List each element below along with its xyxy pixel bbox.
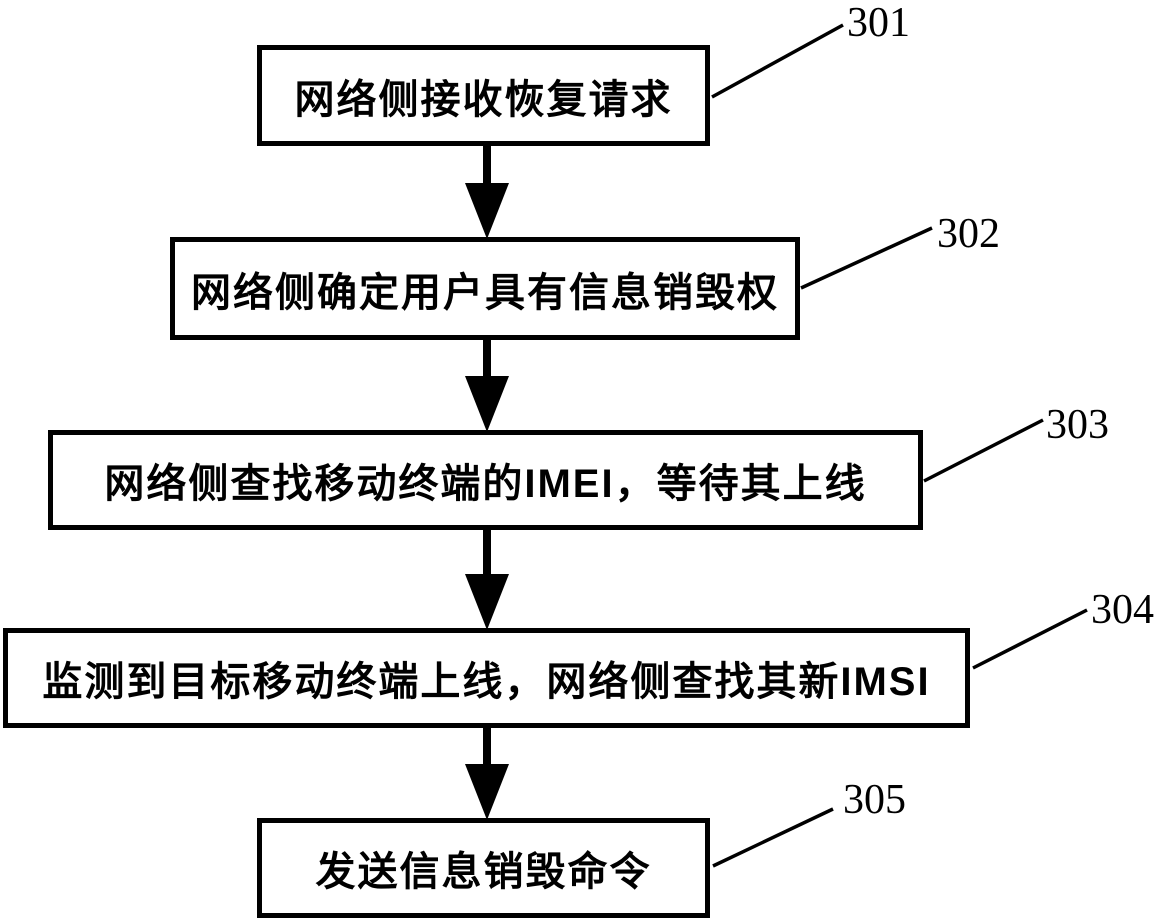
leader-line-304 (972, 608, 1088, 670)
arrow-head-icon (465, 183, 509, 239)
leader-line-302 (800, 226, 933, 290)
flow-step-box-301: 网络侧接收恢复请求 (257, 45, 710, 146)
arrow-stem (483, 338, 491, 380)
ref-number-305: 305 (843, 777, 906, 823)
arrow-head-icon (465, 574, 509, 630)
ref-number-302: 302 (937, 211, 1000, 257)
flow-step-label-305: 发送信息销毁命令 (315, 850, 652, 894)
flow-step-box-305: 发送信息销毁命令 (257, 818, 710, 918)
flow-step-label-302: 网络侧确定用户具有信息销毁权 (191, 270, 779, 315)
flow-arrow-down-4 (465, 726, 509, 820)
flow-step-box-302: 网络侧确定用户具有信息销毁权 (170, 237, 800, 340)
leader-line-303 (923, 418, 1044, 483)
flow-arrow-down-3 (465, 528, 509, 630)
arrow-head-icon (465, 376, 509, 432)
arrow-head-icon (465, 764, 509, 820)
ref-number-301: 301 (847, 0, 910, 46)
leader-line-305 (712, 807, 834, 868)
flow-step-label-304: 监测到目标移动终端上线，网络侧查找其新IMSI (42, 660, 931, 704)
flow-step-box-303: 网络侧查找移动终端的IMEI，等待其上线 (48, 430, 923, 530)
flow-step-label-303: 网络侧查找移动终端的IMEI，等待其上线 (104, 462, 867, 506)
flow-arrow-down-1 (465, 145, 509, 239)
arrow-stem (483, 145, 491, 187)
flow-step-box-304: 监测到目标移动终端上线，网络侧查找其新IMSI (3, 628, 970, 728)
flow-arrow-down-2 (465, 338, 509, 432)
arrow-stem (483, 726, 491, 768)
flow-step-label-301: 网络侧接收恢复请求 (294, 77, 673, 122)
arrow-stem (483, 528, 491, 578)
ref-number-303: 303 (1046, 402, 1109, 448)
ref-number-304: 304 (1091, 587, 1154, 633)
leader-line-301 (711, 23, 844, 99)
